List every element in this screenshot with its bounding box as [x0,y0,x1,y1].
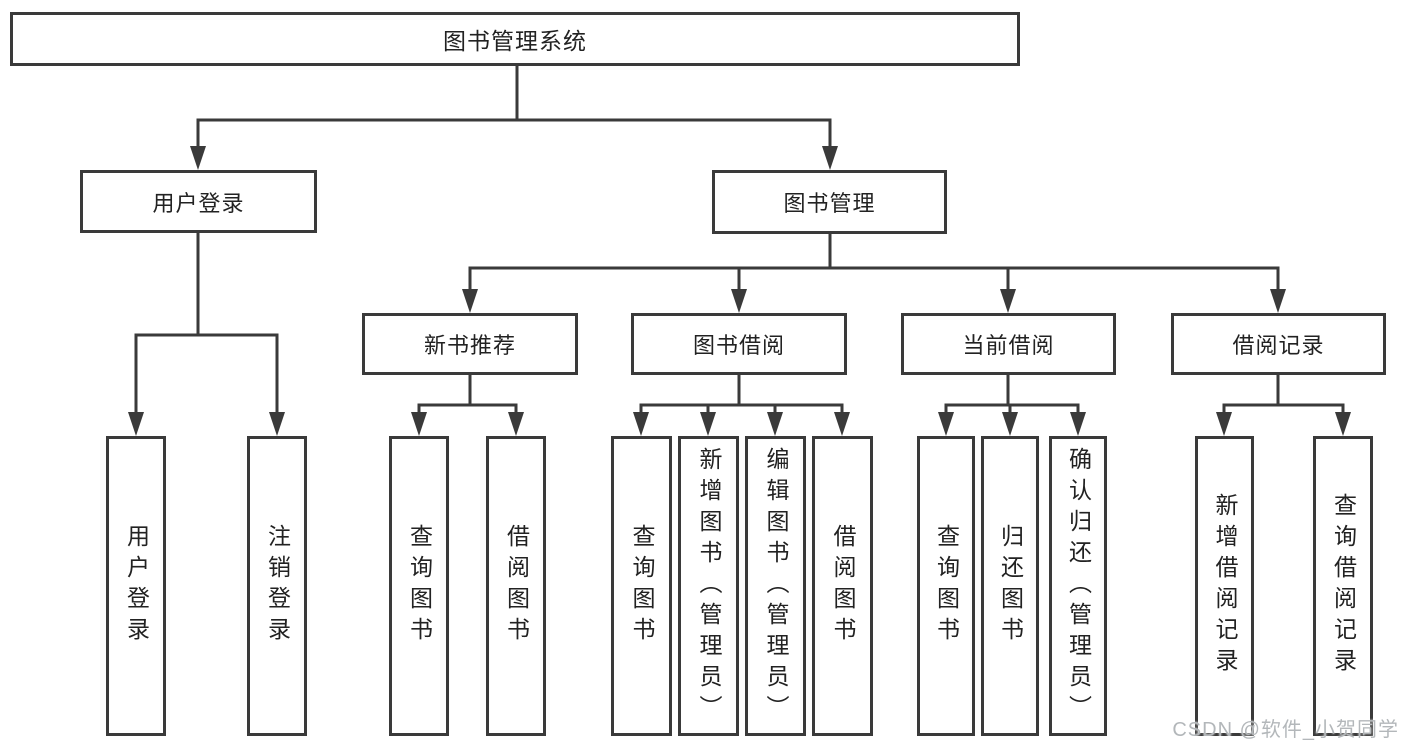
connector-borrowing-records-children [1216,374,1351,436]
arrowhead [834,412,850,436]
node-library-management-system: 图书管理系统 [10,12,1020,66]
node-label: 新书推荐 [423,333,516,358]
arrowhead [269,412,285,436]
leaf-label: 新增借阅记录 [1212,493,1238,679]
node-user-login: 用户登录 [80,170,317,233]
arrowhead [700,412,716,436]
connector-user-login-children [128,232,285,436]
csdn-watermark: CSDN @软件_小贺同学 [1172,719,1399,741]
leaf-label: 借阅图书 [830,524,856,648]
arrowhead [508,412,524,436]
connector-current-borrowing-children [938,374,1086,436]
arrowhead [1002,412,1018,436]
connector-book-management-children [462,233,1286,313]
node-label: 图书管理系统 [443,28,587,54]
leaf-add-books-admin: 新增图书（管理员） [678,436,739,736]
arrowhead [633,412,649,436]
leaf-label: 归还图书 [997,524,1024,648]
node-label: 当前借阅 [962,333,1055,358]
node-label: 借阅记录 [1232,333,1325,358]
arrowhead [938,412,954,436]
arrowhead [1270,289,1286,313]
arrowhead [1000,289,1016,313]
leaf-borrow-books: 借阅图书 [486,436,546,736]
connector-book-borrowing-children [633,374,850,436]
arrowhead [411,412,427,436]
arrowhead [731,289,747,313]
arrowhead [190,146,206,170]
leaf-query-books: 查询图书 [389,436,449,736]
leaf-confirm-return-admin: 确认归还（管理员） [1049,436,1107,736]
arrowhead [767,412,783,436]
arrowhead [128,412,144,436]
leaf-label: 注销登录 [264,524,291,648]
leaf-label: 查询借阅记录 [1330,493,1357,679]
connector-root-to-level2 [190,66,838,170]
arrowhead [462,289,478,313]
leaf-user-login: 用户登录 [106,436,166,736]
leaf-label: 查询图书 [933,524,960,648]
node-book-management: 图书管理 [712,170,947,234]
leaf-label: 编辑图书（管理员） [763,446,789,726]
node-book-borrowing: 图书借阅 [631,313,847,375]
arrowhead [822,146,838,170]
leaf-label: 用户登录 [123,524,150,648]
leaf-query-borrow-record: 查询借阅记录 [1313,436,1373,736]
node-borrowing-records: 借阅记录 [1171,313,1386,375]
connector-new-book-recommend-children [411,374,524,436]
leaf-label: 借阅图书 [503,524,530,648]
leaf-label: 新增图书（管理员） [696,446,722,726]
node-label: 图书管理 [783,191,876,216]
leaf-edit-books-admin: 编辑图书（管理员） [745,436,806,736]
leaf-query-books: 查询图书 [917,436,975,736]
leaf-logout: 注销登录 [247,436,307,736]
leaf-label: 查询图书 [629,524,655,648]
arrowhead [1216,412,1232,436]
node-current-borrowing: 当前借阅 [901,313,1116,375]
node-label: 用户登录 [152,190,245,216]
leaf-return-books: 归还图书 [981,436,1039,736]
node-label: 图书借阅 [692,333,785,358]
arrowhead [1335,412,1351,436]
arrowhead [1070,412,1086,436]
leaf-label: 确认归还（管理员） [1065,446,1092,726]
node-new-book-recommend: 新书推荐 [362,313,578,375]
leaf-add-borrow-record: 新增借阅记录 [1195,436,1254,736]
leaf-query-books: 查询图书 [611,436,672,736]
leaf-borrow-books: 借阅图书 [812,436,873,736]
leaf-label: 查询图书 [406,524,433,648]
